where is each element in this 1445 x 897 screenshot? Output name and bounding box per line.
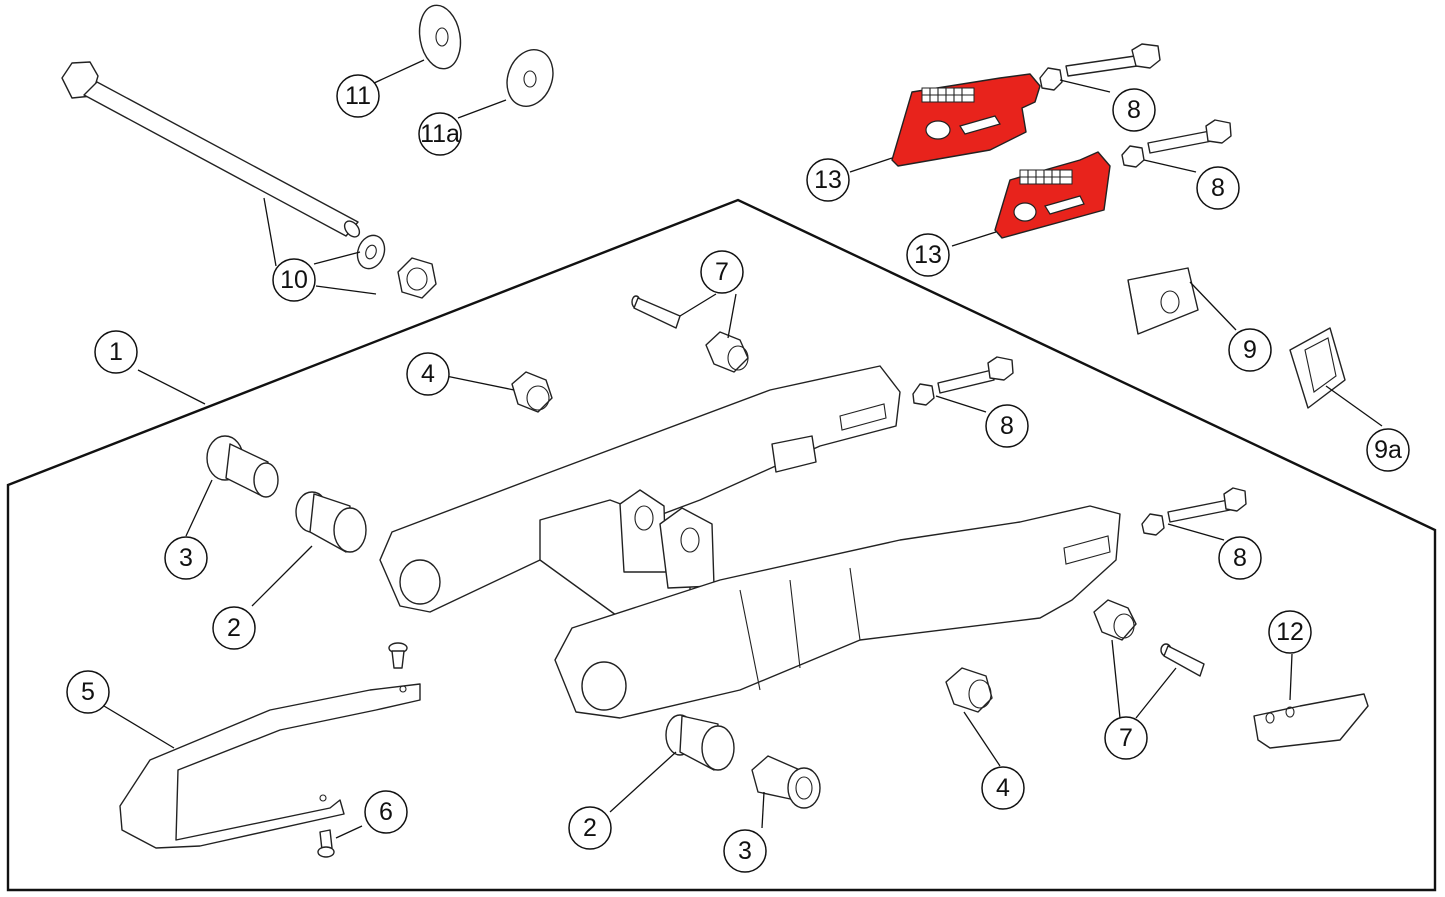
bushing-4-upper: [511, 371, 553, 413]
callout-7-lower-label: 7: [1119, 724, 1133, 752]
adjuster-block-9: [1127, 267, 1199, 335]
callout-5-label: 5: [81, 678, 95, 706]
screw-6: [317, 829, 335, 858]
chain-adjuster-upper: [891, 73, 1041, 167]
callout-8-a: 8: [1112, 88, 1156, 132]
bushing-7-lower: [1093, 599, 1137, 641]
callout-4-upper: 4: [406, 352, 450, 396]
flanged-bushing-3-upper: [206, 435, 279, 498]
pin-7-upper: [631, 295, 681, 329]
callout-6: 6: [364, 790, 408, 834]
callout-9: 9: [1228, 328, 1272, 372]
callout-10: 10: [272, 258, 316, 302]
callout-11: 11: [336, 74, 380, 118]
callout-8-b-label: 8: [1211, 174, 1225, 202]
callout-9a-label: 9a: [1374, 436, 1402, 464]
flanged-bushing-3-lower: [751, 755, 821, 809]
callout-8-d-label: 8: [1233, 544, 1247, 572]
callout-2-lower: 2: [568, 806, 612, 850]
callout-1-label: 1: [109, 338, 123, 366]
callout-10-label: 10: [280, 266, 308, 294]
callout-13-lower: 13: [906, 233, 950, 277]
callout-13-lower-label: 13: [914, 241, 942, 269]
callout-3-upper: 3: [164, 536, 208, 580]
swingarm-axle-bolt: [61, 61, 361, 238]
chain-guide-plate: [1253, 693, 1369, 749]
pin-7-lower: [1160, 643, 1205, 677]
callout-1: 1: [94, 330, 138, 374]
chain-slider: [119, 683, 421, 849]
washer-11: [418, 4, 462, 70]
callout-4-upper-label: 4: [421, 360, 435, 388]
callout-8-c-label: 8: [1000, 412, 1014, 440]
callout-4-lower: 4: [981, 766, 1025, 810]
adjuster-bolt-nut-4: [1141, 487, 1247, 536]
callout-12: 12: [1268, 610, 1312, 654]
sleeve-2-lower: [665, 714, 735, 771]
callout-3-lower: 3: [723, 829, 767, 873]
bushing-4-lower: [945, 667, 993, 713]
callout-7-lower: 7: [1104, 716, 1148, 760]
swingarm-body: [379, 365, 1121, 719]
swingarm-assembly-frame: [6, 198, 1437, 892]
callout-2-upper: 2: [212, 606, 256, 650]
callout-2-lower-label: 2: [583, 814, 597, 842]
adjuster-bolt-nut-1: [1039, 43, 1161, 91]
callout-2-upper-label: 2: [227, 614, 241, 642]
adjuster-bolt-nut-2: [1121, 119, 1232, 168]
sleeve-2-upper: [295, 491, 367, 553]
callout-6-label: 6: [379, 798, 393, 826]
adjuster-block-9a: [1289, 327, 1346, 409]
callout-11a: 11a: [418, 112, 462, 156]
callout-8-c: 8: [985, 404, 1029, 448]
screw-5-top: [388, 642, 408, 669]
axle-nut: [397, 257, 437, 299]
callout-4-lower-label: 4: [996, 774, 1010, 802]
callout-3-upper-label: 3: [179, 544, 193, 572]
callout-12-label: 12: [1276, 618, 1304, 646]
callout-8-a-label: 8: [1127, 96, 1141, 124]
callout-9a: 9a: [1366, 428, 1410, 472]
callout-8-b: 8: [1196, 166, 1240, 210]
bushing-7-upper: [705, 331, 749, 373]
chain-adjuster-lower: [994, 151, 1111, 239]
adjuster-bolt-nut-3: [912, 356, 1014, 406]
callout-9-label: 9: [1243, 336, 1257, 364]
callout-8-d: 8: [1218, 536, 1262, 580]
callout-11a-label: 11a: [420, 120, 460, 148]
callout-11-label: 11: [345, 82, 371, 110]
axle-washer: [356, 234, 386, 270]
callout-7-upper: 7: [700, 250, 744, 294]
washer-11a: [506, 49, 554, 107]
leader-lines: [103, 59, 1383, 839]
callout-13-upper: 13: [806, 158, 850, 202]
callout-3-lower-label: 3: [738, 837, 752, 865]
callout-5: 5: [66, 670, 110, 714]
callout-13-upper-label: 13: [814, 166, 842, 194]
callout-7-upper-label: 7: [715, 258, 729, 286]
